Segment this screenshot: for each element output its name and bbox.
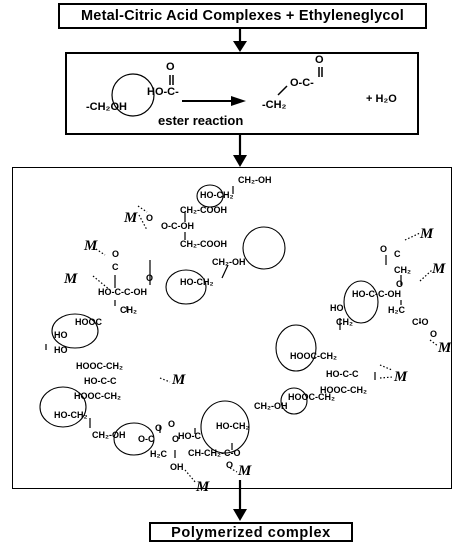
network-label: O	[172, 434, 180, 444]
metal-m: M	[394, 369, 408, 385]
network-label: O	[146, 213, 154, 223]
network-label: CH₂-OH	[254, 401, 288, 411]
ester-reaction-box	[65, 52, 419, 135]
network-label: CH₂	[120, 305, 137, 315]
network-label: HO-CH₂	[200, 190, 234, 200]
network-label: HOOC-CH₂	[290, 351, 337, 361]
network-label: CH₂-OH	[92, 430, 126, 440]
flow-arrow-2	[233, 135, 247, 167]
network-label: HOOC-CH₂	[320, 385, 367, 395]
network-label: HOOC	[75, 317, 102, 327]
network-label: CH₂-COOH	[180, 239, 227, 249]
flow-arrow-3	[233, 480, 247, 521]
network-label: CH₂-COOH	[180, 205, 227, 215]
network-label: HO-CH₂	[54, 410, 88, 420]
network-label: C	[394, 249, 401, 259]
network-label: O	[430, 329, 438, 339]
network-label: HO-C	[178, 431, 201, 441]
coordination-bonds	[92, 205, 439, 484]
product-label: Polymerized complex	[171, 525, 331, 541]
network-label: O	[380, 244, 388, 254]
network-label: CH₂-OH	[212, 257, 246, 267]
network-label: C	[112, 262, 119, 272]
network-label: HO-CH₂	[216, 421, 250, 431]
network-label: HO-C-C	[84, 376, 117, 386]
water-product: + H₂O	[366, 93, 397, 105]
metal-m: M	[84, 238, 98, 254]
reaction-circle	[111, 73, 155, 117]
hydroxyl-circles	[39, 184, 379, 456]
polymer-network-box	[12, 167, 452, 489]
network-label: O	[112, 249, 120, 259]
network-label: HO-C-C	[326, 369, 359, 379]
metal-m: M	[238, 463, 252, 479]
reactants-box: Metal-Citric Acid Complexes + Ethylenegl…	[58, 3, 427, 29]
network-label: CH-CH₂-C-O	[188, 448, 241, 458]
acid-oxygen: O	[166, 61, 175, 73]
product-ch2: -CH₂	[262, 99, 287, 111]
network-label: H₂C	[150, 449, 167, 459]
network-label: O	[146, 273, 154, 283]
network-label: HOOC-CH₂	[288, 392, 335, 402]
network-label: HO-C-C-OH	[352, 289, 401, 299]
alcohol-group: -CH₂OH	[86, 101, 127, 113]
product-oxygen: O	[315, 54, 324, 66]
network-label: HO	[330, 303, 344, 313]
product-box: Polymerized complex	[149, 522, 353, 542]
reaction-name: ester reaction	[158, 113, 244, 128]
network-label: HO-CH₂	[180, 277, 214, 287]
network-label: O	[396, 279, 404, 289]
network-label: HOOC-CH₂	[76, 361, 123, 371]
metal-m: M	[64, 271, 78, 287]
network-label: O-C	[138, 434, 155, 444]
metal-m: M	[438, 340, 452, 356]
metal-m: M	[124, 210, 138, 226]
network-bonds	[45, 186, 421, 458]
network-label: HOOC-CH₂	[74, 391, 121, 401]
network-label: CH₂-OH	[238, 175, 272, 185]
acid-group: HO-C-	[147, 86, 179, 98]
network-label: HO-C-C-OH	[98, 287, 147, 297]
network-label: HO	[54, 330, 68, 340]
metal-m: M	[432, 261, 446, 277]
product-ester: O-C-	[290, 77, 314, 89]
network-label: O	[168, 419, 176, 429]
metal-m: M	[196, 479, 210, 495]
metal-m: M	[172, 372, 186, 388]
network-label: O	[226, 460, 234, 470]
reaction-arrow	[182, 96, 246, 106]
network-label: O-C-OH	[161, 221, 194, 231]
network-label: CH₂	[336, 317, 353, 327]
network-label: CH₂	[394, 265, 411, 275]
network-label: O	[155, 423, 163, 433]
network-label: C-O	[412, 317, 429, 327]
network-label: H₂C	[388, 305, 405, 315]
metal-m: M	[420, 226, 434, 242]
network-label: OH	[170, 462, 184, 472]
network-label: HO	[54, 345, 68, 355]
reactants-label: Metal-Citric Acid Complexes + Ethylenegl…	[81, 8, 404, 24]
flow-arrow-1	[233, 29, 247, 52]
